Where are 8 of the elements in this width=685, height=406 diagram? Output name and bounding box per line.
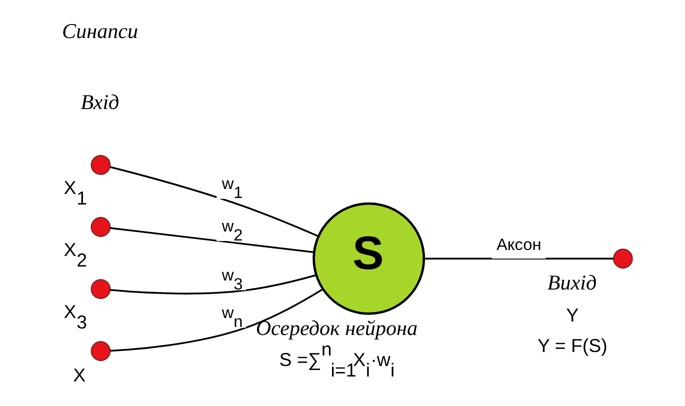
edge-label: Аксон <box>496 236 542 254</box>
node-label: Вихід <box>547 270 597 295</box>
node-label: Осередок нейрона <box>256 316 418 340</box>
label: Вхід <box>80 90 120 114</box>
label: Синапси <box>62 18 138 43</box>
node-label: Y = F(S) <box>537 335 608 356</box>
node-label: X <box>73 364 86 386</box>
node-label: Y <box>566 304 579 326</box>
